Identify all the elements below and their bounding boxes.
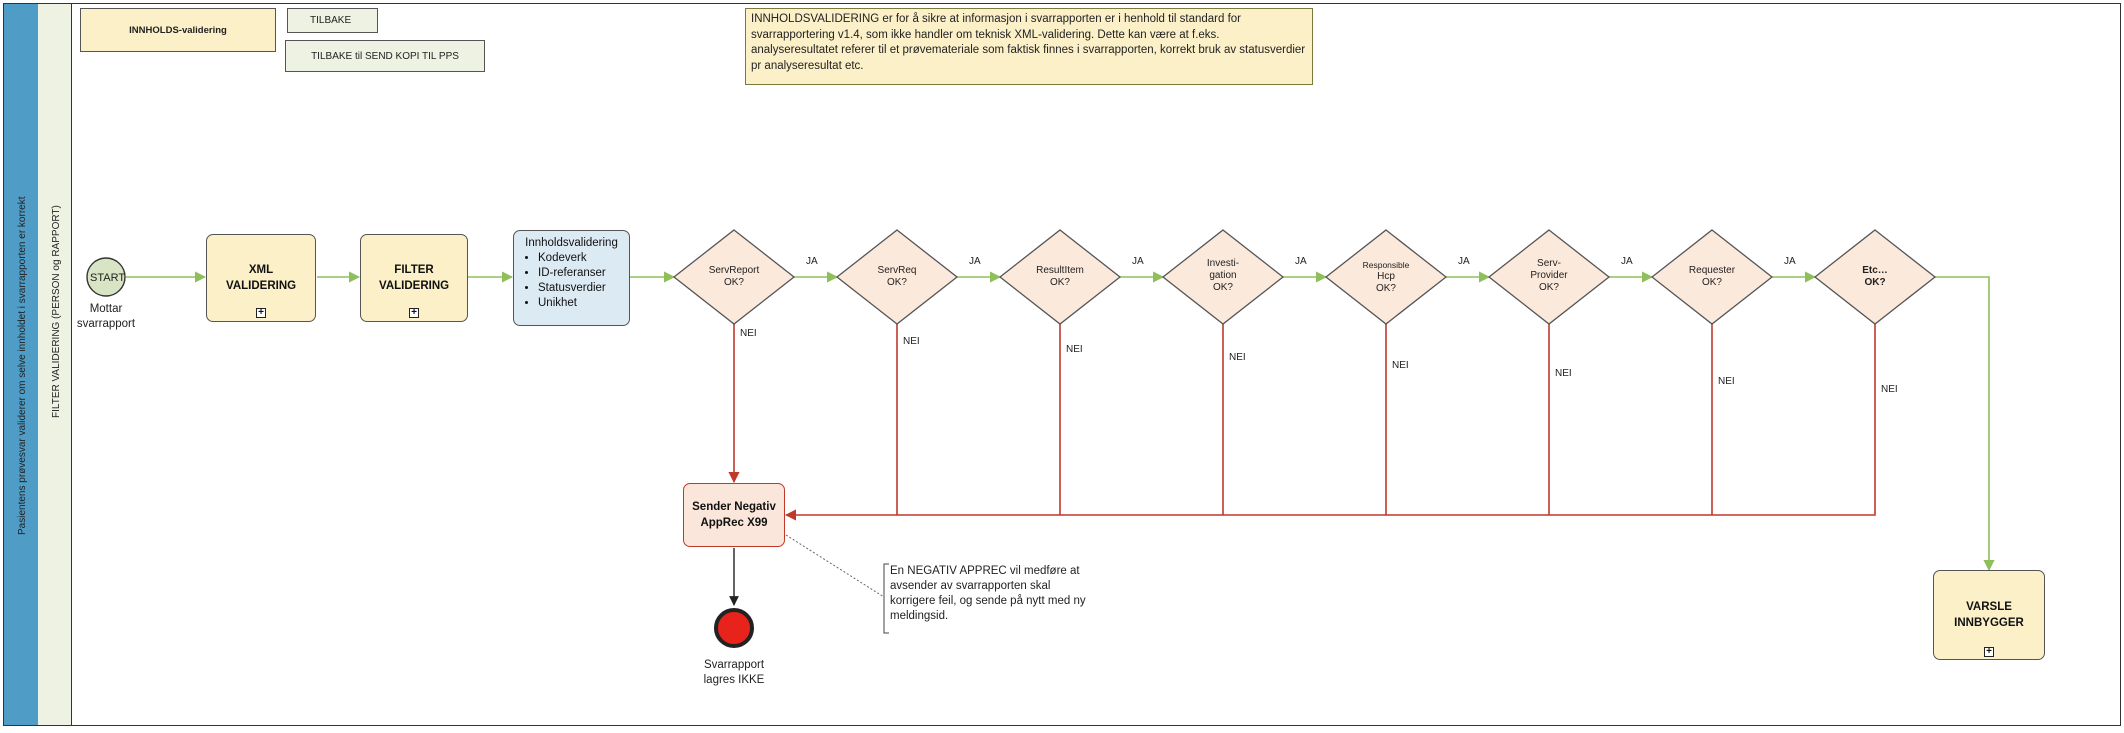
negative-apprec-task[interactable]: Sender Negativ AppRec X99: [683, 483, 785, 547]
filter-validation-label: FILTER VALIDERING: [379, 264, 450, 292]
flow-label-yes: JA: [1458, 256, 1470, 267]
start-event-label: START: [90, 272, 126, 284]
list-item: Statusverdier: [538, 281, 621, 296]
subprocess-plus-icon[interactable]: +: [1984, 647, 1994, 657]
xml-validation-task[interactable]: XML VALIDERING +: [206, 234, 316, 322]
flow-label-no: NEI: [1229, 352, 1246, 363]
content-validation-task[interactable]: Innholdsvalidering Kodeverk ID-referanse…: [513, 230, 630, 326]
content-validation-title: Innholdsvalidering: [525, 237, 618, 249]
xml-validation-label: XML VALIDERING: [226, 264, 297, 292]
gateway-investigation: [1161, 229, 1285, 325]
failure-flow: [728, 324, 1876, 521]
flow-label-yes: JA: [1132, 256, 1144, 267]
gateway-etc: [1813, 229, 1937, 325]
flow-label-no: NEI: [1718, 376, 1735, 387]
gateway-label: Etc…OK?: [1862, 265, 1888, 288]
gateways: [672, 229, 1937, 325]
flow-label-yes: JA: [1784, 256, 1796, 267]
flow-gw8-notify: [1935, 276, 1995, 572]
end-event: [714, 608, 754, 648]
description-note: INNHOLDSVALIDERING er for å sikre at inf…: [745, 8, 1313, 85]
flow-label-no: NEI: [1555, 368, 1572, 379]
flow-label-yes: JA: [806, 256, 818, 267]
title-box: INNHOLDS-validering: [80, 8, 276, 52]
gateway-servprovider: [1487, 229, 1611, 325]
gateway-resultitem: [998, 229, 1122, 325]
notify-citizen-label: VARSLE INNBYGGER: [1954, 601, 2024, 629]
subprocess-plus-icon[interactable]: +: [256, 308, 266, 318]
flow-label-no: NEI: [1066, 344, 1083, 355]
flow-label-no: NEI: [740, 328, 757, 339]
notify-citizen-task[interactable]: VARSLE INNBYGGER +: [1933, 570, 2045, 660]
back-send-button[interactable]: TILBAKE til SEND KOPI TIL PPS: [285, 40, 485, 72]
flow-label-no: NEI: [903, 336, 920, 347]
annotation-text: En NEGATIV APPREC vil medføre at avsende…: [890, 565, 1086, 622]
list-item: Unikhet: [538, 296, 621, 311]
lane-band: [38, 4, 72, 725]
start-event: [86, 257, 126, 297]
annotation-association: [785, 534, 885, 598]
main-flow: [126, 271, 1995, 572]
start-event-caption: Mottar svarrapport: [76, 303, 136, 330]
filter-validation-task[interactable]: FILTER VALIDERING +: [360, 234, 468, 322]
back-button[interactable]: TILBAKE: [287, 8, 378, 33]
negative-apprec-label: Sender Negativ AppRec X99: [692, 501, 776, 529]
flow-label-yes: JA: [1621, 256, 1633, 267]
flow-label-yes: JA: [1295, 256, 1307, 267]
flow-label-yes: JA: [969, 256, 981, 267]
list-item: Kodeverk: [538, 251, 621, 266]
gateway-requester: [1650, 229, 1774, 325]
gateway-servreq: [835, 229, 959, 325]
subprocess-plus-icon[interactable]: +: [409, 308, 419, 318]
diagram-frame: [3, 3, 2121, 726]
flow-label-no: NEI: [1392, 360, 1409, 371]
gateway-responsible-hcp: [1324, 229, 1448, 325]
flow-return-negative: [784, 324, 1876, 521]
content-validation-list: Kodeverk ID-referanser Statusverdier Uni…: [522, 251, 621, 311]
end-event-caption: Svarrapport lagres IKKE: [703, 659, 765, 686]
flow-label-no: NEI: [1881, 384, 1898, 395]
annotation-bracket: [883, 563, 889, 634]
gateway-servreport: [672, 229, 796, 325]
list-item: ID-referanser: [538, 266, 621, 281]
